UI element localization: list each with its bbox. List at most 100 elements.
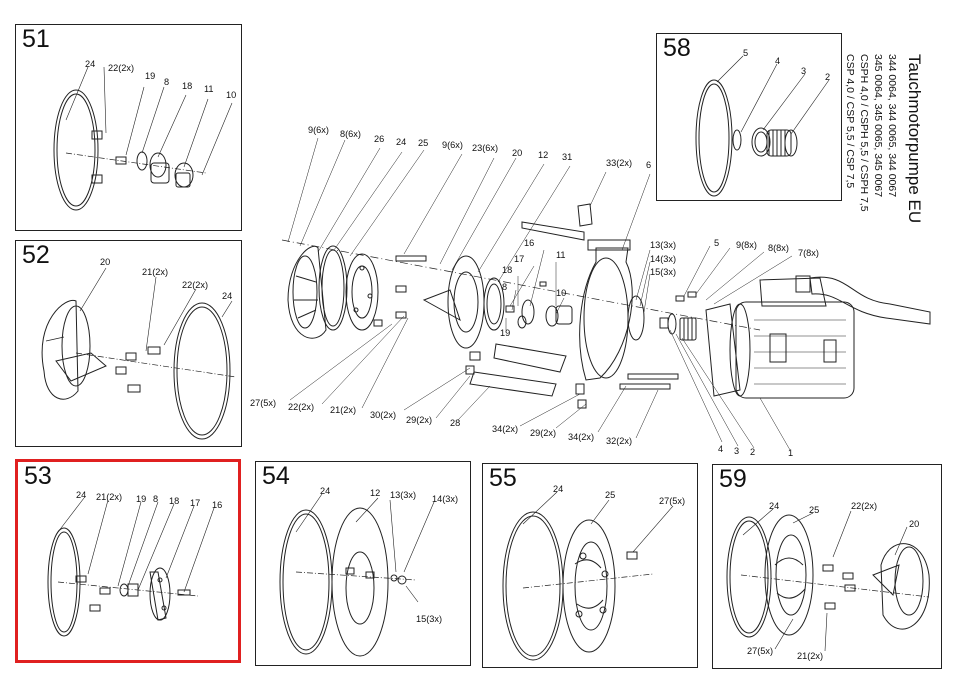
panel-number: 52 xyxy=(22,241,50,269)
title-models-1: CSPH 4,0 / CSPH 5,5 / CSPH 7,5 xyxy=(858,54,870,212)
label: 14(3x) xyxy=(650,254,676,264)
panel-number: 53 xyxy=(24,462,52,490)
title-articles-1: 344 0064, 344 0065, 344 0067 xyxy=(886,54,898,198)
label: 33(2x) xyxy=(606,158,632,168)
label: 22(2x) xyxy=(182,280,208,290)
label: 27(5x) xyxy=(659,496,685,506)
label: 18 xyxy=(502,265,512,275)
label: 16 xyxy=(212,500,222,510)
panel-53-drawing: 24 21(2x) 19 8 18 17 16 xyxy=(47,490,222,637)
label: 21(2x) xyxy=(330,405,356,415)
label: 9(6x) xyxy=(442,140,463,150)
label: 24 xyxy=(222,291,232,301)
label: 25 xyxy=(605,490,615,500)
label: 17 xyxy=(190,498,200,508)
panel-53-selected[interactable]: 53 24 21(2x) 19 8 18 17 16 xyxy=(15,459,241,663)
label: 13(3x) xyxy=(650,240,676,250)
panel-55: 55 24 25 27(5x) xyxy=(482,463,698,668)
label: 31 xyxy=(562,152,572,162)
label: 5 xyxy=(743,48,748,58)
label: 24 xyxy=(769,501,779,511)
label: 22(2x) xyxy=(108,63,134,73)
label: 22(2x) xyxy=(288,402,314,412)
label: 19 xyxy=(136,494,146,504)
label: 34(2x) xyxy=(568,432,594,442)
title-heading: Tauchmotorpumpe EU xyxy=(905,54,924,224)
label: 15(3x) xyxy=(650,267,676,277)
title-models-2: CSP 4,0 / CSP 5,5 / CSP 7,5 xyxy=(844,54,856,189)
label: 19 xyxy=(145,71,155,81)
panel-59-drawing: 24 25 22(2x) 20 27(5x) 21(2x) xyxy=(726,501,930,661)
panel-number: 59 xyxy=(719,465,747,493)
label: 27(5x) xyxy=(747,646,773,656)
label: 23(6x) xyxy=(472,143,498,153)
label: 20 xyxy=(512,148,522,158)
label: 29(2x) xyxy=(530,428,556,438)
label: 1 xyxy=(788,448,793,458)
label: 13(3x) xyxy=(390,490,416,500)
label: 2 xyxy=(750,447,755,457)
label: 4 xyxy=(718,444,723,454)
label: 28 xyxy=(450,418,460,428)
label: 24 xyxy=(553,484,563,494)
label: 12 xyxy=(370,488,380,498)
label: 3 xyxy=(801,66,806,76)
panel-58: 58 5 4 3 2 xyxy=(656,33,842,201)
label: 26 xyxy=(374,134,384,144)
panel-54: 54 24 12 13(3x) 14(3x) 15(3x) xyxy=(255,461,471,666)
title-articles-2: 345 0064, 345 0065, 345 0067 xyxy=(872,54,884,198)
label: 30(2x) xyxy=(370,410,396,420)
title-block: Tauchmotorpumpe EU 344 0064, 344 0065, 3… xyxy=(842,54,942,304)
label: 15(3x) xyxy=(416,614,442,624)
label: 17 xyxy=(514,254,524,264)
panel-number: 51 xyxy=(22,25,50,53)
panel-54-drawing: 24 12 13(3x) 14(3x) 15(3x) xyxy=(279,486,458,657)
label: 4 xyxy=(775,56,780,66)
label: 22(2x) xyxy=(851,501,877,511)
label: 20 xyxy=(909,519,919,529)
panel-51: 51 24 22(2x) 19 8 18 11 10 xyxy=(15,24,242,231)
label: 21(2x) xyxy=(96,492,122,502)
label: 3 xyxy=(734,446,739,456)
label: 8 xyxy=(502,282,507,292)
label: 14(3x) xyxy=(432,494,458,504)
label: 10 xyxy=(556,288,566,298)
label: 34(2x) xyxy=(492,424,518,434)
label: 2 xyxy=(825,72,830,82)
label: 8(8x) xyxy=(768,243,789,253)
panel-52-drawing: 20 21(2x) 22(2x) 24 xyxy=(41,257,237,440)
label: 24 xyxy=(396,137,406,147)
label: 9(8x) xyxy=(736,240,757,250)
panel-59: 59 24 25 22(2x) 20 27(5x) 21(2x) xyxy=(712,464,942,669)
label: 16 xyxy=(524,238,534,248)
label: 6 xyxy=(646,160,651,170)
label: 29(2x) xyxy=(406,415,432,425)
label: 24 xyxy=(76,490,86,500)
label: 5 xyxy=(714,238,719,248)
label: 8(6x) xyxy=(340,129,361,139)
panel-51-drawing: 24 22(2x) 19 8 18 11 10 xyxy=(53,59,236,211)
label: 32(2x) xyxy=(606,436,632,446)
label: 8 xyxy=(164,77,169,87)
panel-52: 52 20 21(2x) 22(2x) 24 xyxy=(15,240,242,447)
label: 18 xyxy=(182,81,192,91)
label: 20 xyxy=(100,257,110,267)
label: 21(2x) xyxy=(797,651,823,661)
label: 19 xyxy=(500,328,510,338)
panel-number: 54 xyxy=(262,462,290,490)
panel-55-drawing: 24 25 27(5x) xyxy=(502,484,685,661)
label: 12 xyxy=(538,150,548,160)
panel-number: 58 xyxy=(663,34,691,62)
panel-number: 55 xyxy=(489,464,517,492)
label: 11 xyxy=(204,84,214,94)
label: 11 xyxy=(556,250,566,260)
label: 21(2x) xyxy=(142,267,168,277)
label: 10 xyxy=(226,90,236,100)
label: 24 xyxy=(85,59,95,69)
label: 24 xyxy=(320,486,330,496)
label: 25 xyxy=(418,138,428,148)
panel-58-drawing: 5 4 3 2 xyxy=(695,48,830,197)
label: 25 xyxy=(809,505,819,515)
label: 18 xyxy=(169,496,179,506)
label: 8 xyxy=(153,494,158,504)
